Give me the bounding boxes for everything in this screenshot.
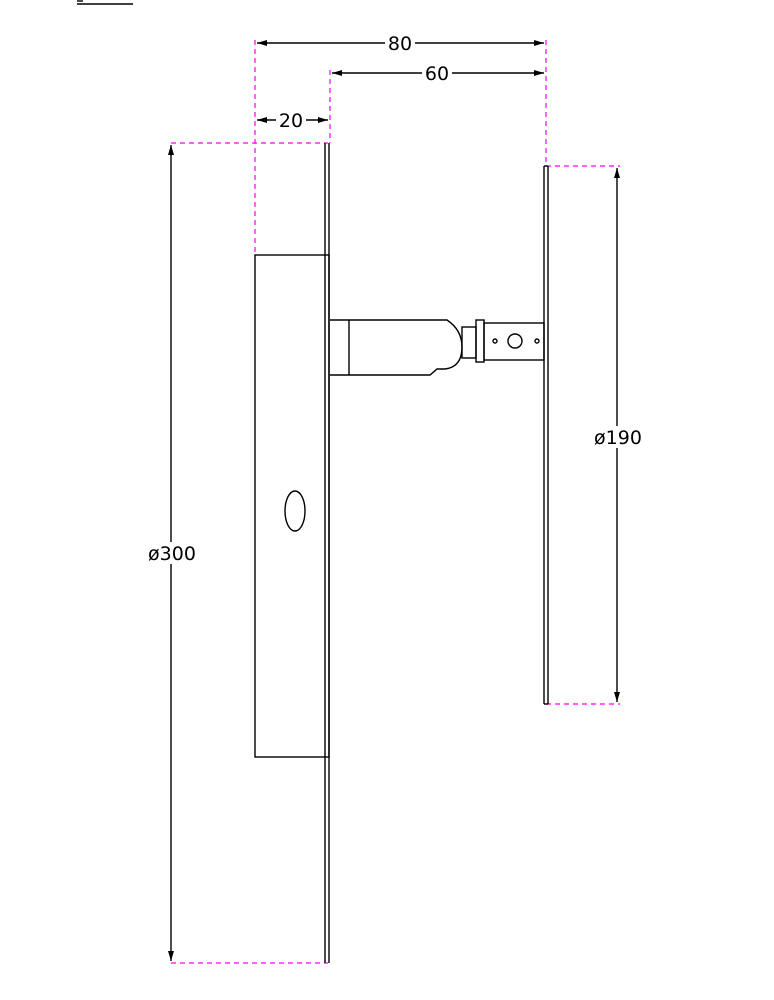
dimension-190: ø190 <box>588 168 648 702</box>
small-rosette-plate <box>543 165 549 705</box>
dimension-80-label: 80 <box>388 33 412 55</box>
dimension-60: 60 <box>332 62 544 85</box>
collar <box>475 319 485 363</box>
screw-hole <box>492 338 498 344</box>
spindle-hole <box>507 333 523 349</box>
keyhole-icon <box>284 490 306 532</box>
dimension-300-label: ø300 <box>148 543 196 565</box>
dimension-80: 80 <box>257 32 544 55</box>
escutcheon <box>254 254 330 758</box>
extension-lines <box>171 40 620 964</box>
dimension-300: ø300 <box>142 145 202 961</box>
dimension-190-label: ø190 <box>594 427 642 449</box>
handle-body <box>330 319 545 376</box>
screw-hole <box>534 338 540 344</box>
dimension-20: 20 <box>257 109 328 132</box>
dimension-20-label: 20 <box>279 110 303 132</box>
dimension-60-label: 60 <box>425 63 449 85</box>
title-fragment <box>77 0 133 5</box>
